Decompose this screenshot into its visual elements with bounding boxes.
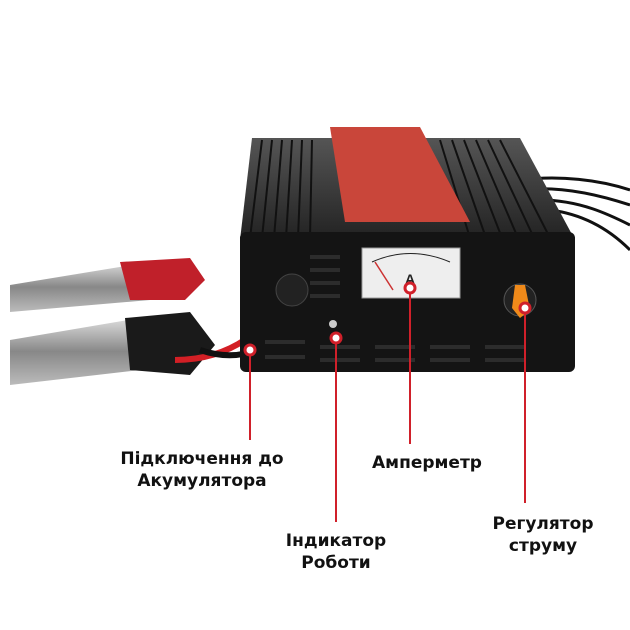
battery-clamps (10, 258, 215, 385)
callout-text: Регулятор (492, 514, 594, 534)
callout-lines (249, 288, 526, 522)
callout-text: Акумулятора (137, 471, 267, 491)
charger-sticker (330, 127, 470, 222)
svg-text:A: A (405, 271, 415, 287)
callout-dots (243, 281, 532, 357)
indicator-led (329, 320, 337, 328)
callout-text: Індикатор (285, 531, 387, 551)
callout-text: Роботи (301, 553, 371, 573)
callout-ammeter: Амперметр (372, 452, 482, 474)
charger-front-panel (240, 232, 575, 372)
callout-current-regulator: Регулятор струму (492, 513, 593, 557)
callout-text: струму (508, 536, 578, 556)
callout-text: Підключення до (120, 449, 284, 469)
output-port (275, 273, 309, 307)
callout-battery-connection: Підключення до Акумулятора (120, 448, 283, 492)
callout-work-indicator: Індикатор Роботи (286, 530, 386, 574)
callout-text: Амперметр (372, 453, 482, 473)
